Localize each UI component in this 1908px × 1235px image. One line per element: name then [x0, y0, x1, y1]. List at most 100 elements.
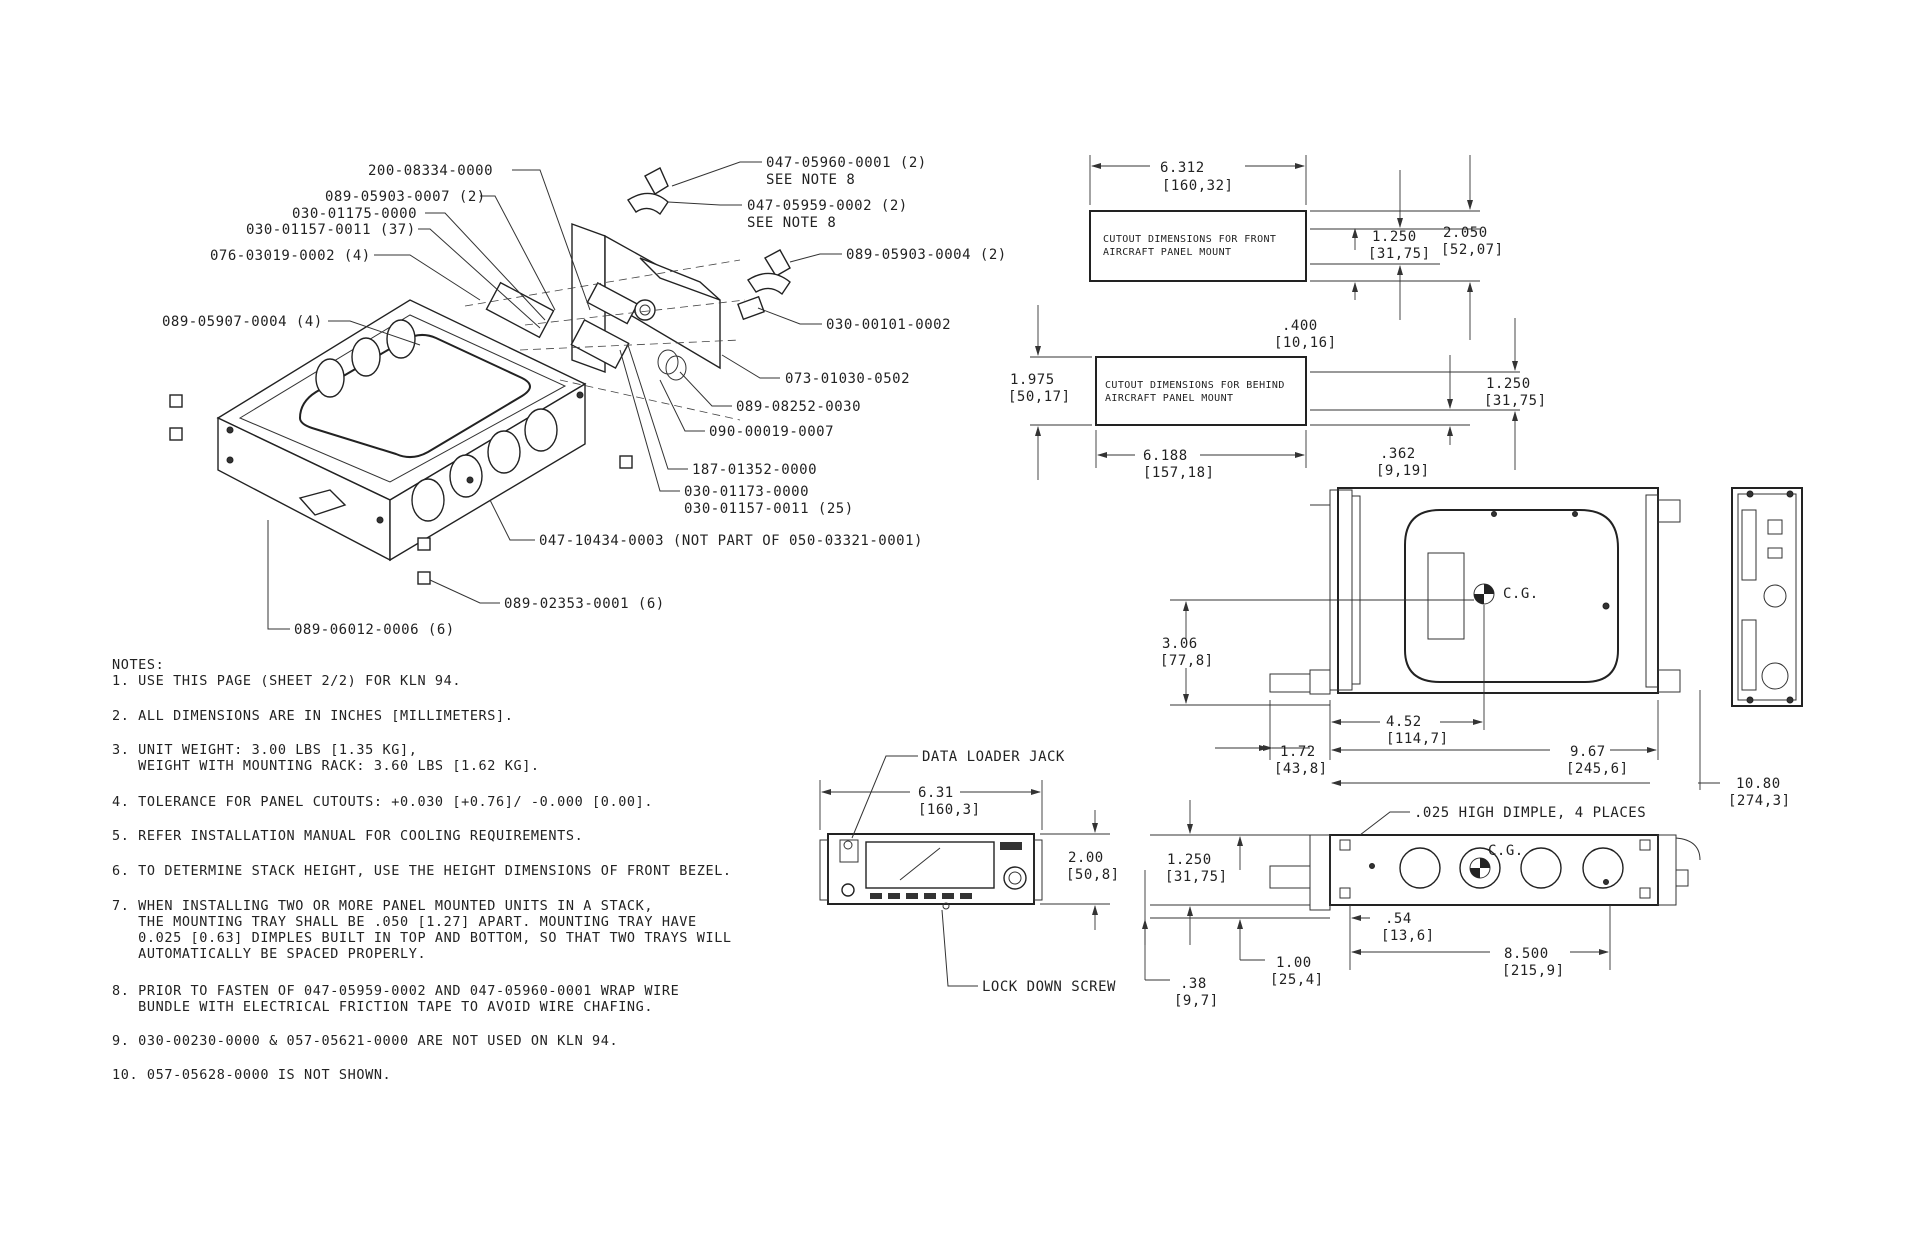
cutout-behind-panel: CUTOUT DIMENSIONS FOR BEHIND AIRCRAFT PA… [1008, 305, 1547, 481]
note-8b: BUNDLE WITH ELECTRICAL FRICTION TAPE TO … [112, 999, 653, 1015]
top-view-window [1404, 509, 1619, 683]
callout-187-01352: 187-01352-0000 [692, 462, 817, 478]
cutout-front-height2-mm: [52,07] [1441, 242, 1504, 258]
callout-089-02353: 089-02353-0001 (6) [504, 596, 665, 612]
cutout-front-height-mm: [31,75] [1368, 246, 1431, 262]
top-view-d306: 3.06 [1162, 636, 1198, 652]
callout-090-00019: 090-00019-0007 [709, 424, 834, 440]
cutout-behind-label-2: AIRCRAFT PANEL MOUNT [1105, 393, 1233, 404]
callout-030-01157-37: 030-01157-0011 (37) [246, 222, 416, 238]
note-3a: 3. UNIT WEIGHT: 3.00 LBS [1.35 KG], [112, 742, 417, 758]
cutout-behind-height2-mm: [31,75] [1484, 393, 1547, 409]
cutout-behind-offset: .362 [1380, 446, 1416, 462]
callout-047-05960: 047-05960-0001 (2) [766, 155, 927, 171]
note-1: 1. USE THIS PAGE (SHEET 2/2) FOR KLN 94. [112, 673, 461, 689]
cutout-behind-height-mm: [50,17] [1008, 389, 1071, 405]
note-7a: 7. WHEN INSTALLING TWO OR MORE PANEL MOU… [112, 898, 653, 914]
side-view-height-mm: [31,75] [1165, 869, 1228, 885]
cutout-front-width-mm: [160,32] [1162, 178, 1233, 194]
top-view-body [1337, 487, 1659, 694]
cutout-front-width: 6.312 [1160, 160, 1205, 176]
callouts: 200-08334-0000 089-05903-0007 (2) 030-01… [162, 155, 1007, 638]
callout-089-08252: 089-08252-0030 [736, 399, 861, 415]
top-view-d1080-mm: [274,3] [1728, 793, 1791, 809]
side-view-d038-mm: [9,7] [1174, 993, 1219, 1009]
bezel-knob [1003, 866, 1027, 890]
callout-leaders [267, 161, 842, 630]
callout-030-00101: 030-00101-0002 [826, 317, 951, 333]
dimple-label: .025 HIGH DIMPLE, 4 PLACES [1414, 805, 1646, 821]
callout-047-05960-note: SEE NOTE 8 [766, 172, 855, 188]
side-view-d8500-mm: [215,9] [1502, 963, 1565, 979]
cutout-behind-rect [1095, 356, 1307, 426]
top-view-d172: 1.72 [1280, 744, 1316, 760]
note-9: 9. 030-00230-0000 & 057-05621-0000 ARE N… [112, 1033, 618, 1049]
cutout-behind-offset-mm: [9,19] [1376, 463, 1430, 479]
top-view-d967-mm: [245,6] [1566, 761, 1629, 777]
note-2: 2. ALL DIMENSIONS ARE IN INCHES [MILLIME… [112, 708, 513, 724]
bezel-display [865, 841, 995, 889]
callout-073-01030: 073-01030-0502 [785, 371, 910, 387]
note-6: 6. TO DETERMINE STACK HEIGHT, USE THE HE… [112, 863, 732, 879]
explode-lines [464, 259, 746, 421]
top-view: C.G. 3.06 [77,8] 4.52 [114,7] 1.72 [43,8… [1160, 487, 1791, 809]
front-view-width-mm: [160,3] [918, 802, 981, 818]
note-10: 10. 057-05628-0000 IS NOT SHOWN. [112, 1067, 391, 1083]
note-7d: AUTOMATICALLY BE SPACED PROPERLY. [112, 946, 426, 962]
note-3b: WEIGHT WITH MOUNTING RACK: 3.60 LBS [1.6… [112, 758, 540, 774]
side-view-d100-mm: [25,4] [1270, 972, 1324, 988]
cutout-front-offset-mm: [10,16] [1274, 335, 1337, 351]
side-view-d100: 1.00 [1276, 955, 1312, 971]
callout-089-06012: 089-06012-0006 (6) [294, 622, 455, 638]
rear-end-view [1731, 487, 1803, 707]
mounting-tray [216, 299, 587, 562]
callout-047-10434: 047-10434-0003 (NOT PART OF 050-03321-00… [539, 533, 923, 549]
side-view-d038: .38 [1180, 976, 1207, 992]
front-view-width: 6.31 [918, 785, 954, 801]
cutout-behind-width-mm: [157,18] [1143, 465, 1214, 481]
front-view-height: 2.00 [1068, 850, 1104, 866]
note-7b: THE MOUNTING TRAY SHALL BE .050 [1.27] A… [112, 914, 697, 930]
side-view-d8500: 8.500 [1504, 946, 1549, 962]
top-view-d452: 4.52 [1386, 714, 1422, 730]
exploded-assembly-view [169, 167, 791, 585]
data-loader-jack-icon [843, 840, 853, 850]
cutout-front-offset: .400 [1282, 318, 1318, 334]
cutout-front-rect [1089, 210, 1307, 282]
connector-plate [485, 223, 765, 373]
cutout-front-label-1: CUTOUT DIMENSIONS FOR FRONT [1103, 234, 1276, 245]
callout-076-03019: 076-03019-0002 (4) [210, 248, 371, 264]
data-loader-jack-label: DATA LOADER JACK [922, 749, 1065, 765]
note-4: 4. TOLERANCE FOR PANEL CUTOUTS: +0.030 [… [112, 794, 653, 810]
callout-047-05959-note: SEE NOTE 8 [747, 215, 836, 231]
callout-089-05903-0007: 089-05903-0007 (2) [325, 189, 486, 205]
clip-nuts [169, 394, 633, 585]
lock-down-screw-icon [942, 902, 950, 910]
top-view-d1080: 10.80 [1736, 776, 1781, 792]
cutout-behind-width: 6.188 [1143, 448, 1188, 464]
notes-block: NOTES: 1. USE THIS PAGE (SHEET 2/2) FOR … [112, 657, 732, 1083]
note-7c: 0.025 [0.63] DIMPLES BUILT IN TOP AND BO… [112, 930, 732, 946]
callout-047-05959: 047-05959-0002 (2) [747, 198, 908, 214]
note-5: 5. REFER INSTALLATION MANUAL FOR COOLING… [112, 828, 583, 844]
side-view-cg: C.G. [1488, 843, 1524, 859]
top-view-d306-mm: [77,8] [1160, 653, 1214, 669]
top-view-d452-mm: [114,7] [1386, 731, 1449, 747]
cable-clamps [627, 167, 791, 381]
top-view-d172-mm: [43,8] [1274, 761, 1328, 777]
callout-030-01175: 030-01175-0000 [292, 206, 417, 222]
callout-089-05903-0004: 089-05903-0004 (2) [846, 247, 1007, 263]
callout-030-01173: 030-01173-0000 [684, 484, 809, 500]
notes-title: NOTES: [112, 657, 164, 673]
cutout-behind-label-1: CUTOUT DIMENSIONS FOR BEHIND [1105, 380, 1285, 391]
side-view-d054-mm: [13,6] [1381, 928, 1435, 944]
front-view-height-mm: [50,8] [1066, 867, 1120, 883]
side-view-height: 1.250 [1167, 852, 1212, 868]
callout-089-05907: 089-05907-0004 (4) [162, 314, 323, 330]
side-view-d054: .54 [1385, 911, 1412, 927]
cutout-front-panel: CUTOUT DIMENSIONS FOR FRONT AIRCRAFT PAN… [1089, 155, 1504, 351]
cutout-front-label-2: AIRCRAFT PANEL MOUNT [1103, 247, 1231, 258]
cutout-behind-height: 1.975 [1010, 372, 1055, 388]
cutout-front-height: 1.250 [1372, 229, 1417, 245]
lock-down-screw-label: LOCK DOWN SCREW [982, 979, 1116, 995]
